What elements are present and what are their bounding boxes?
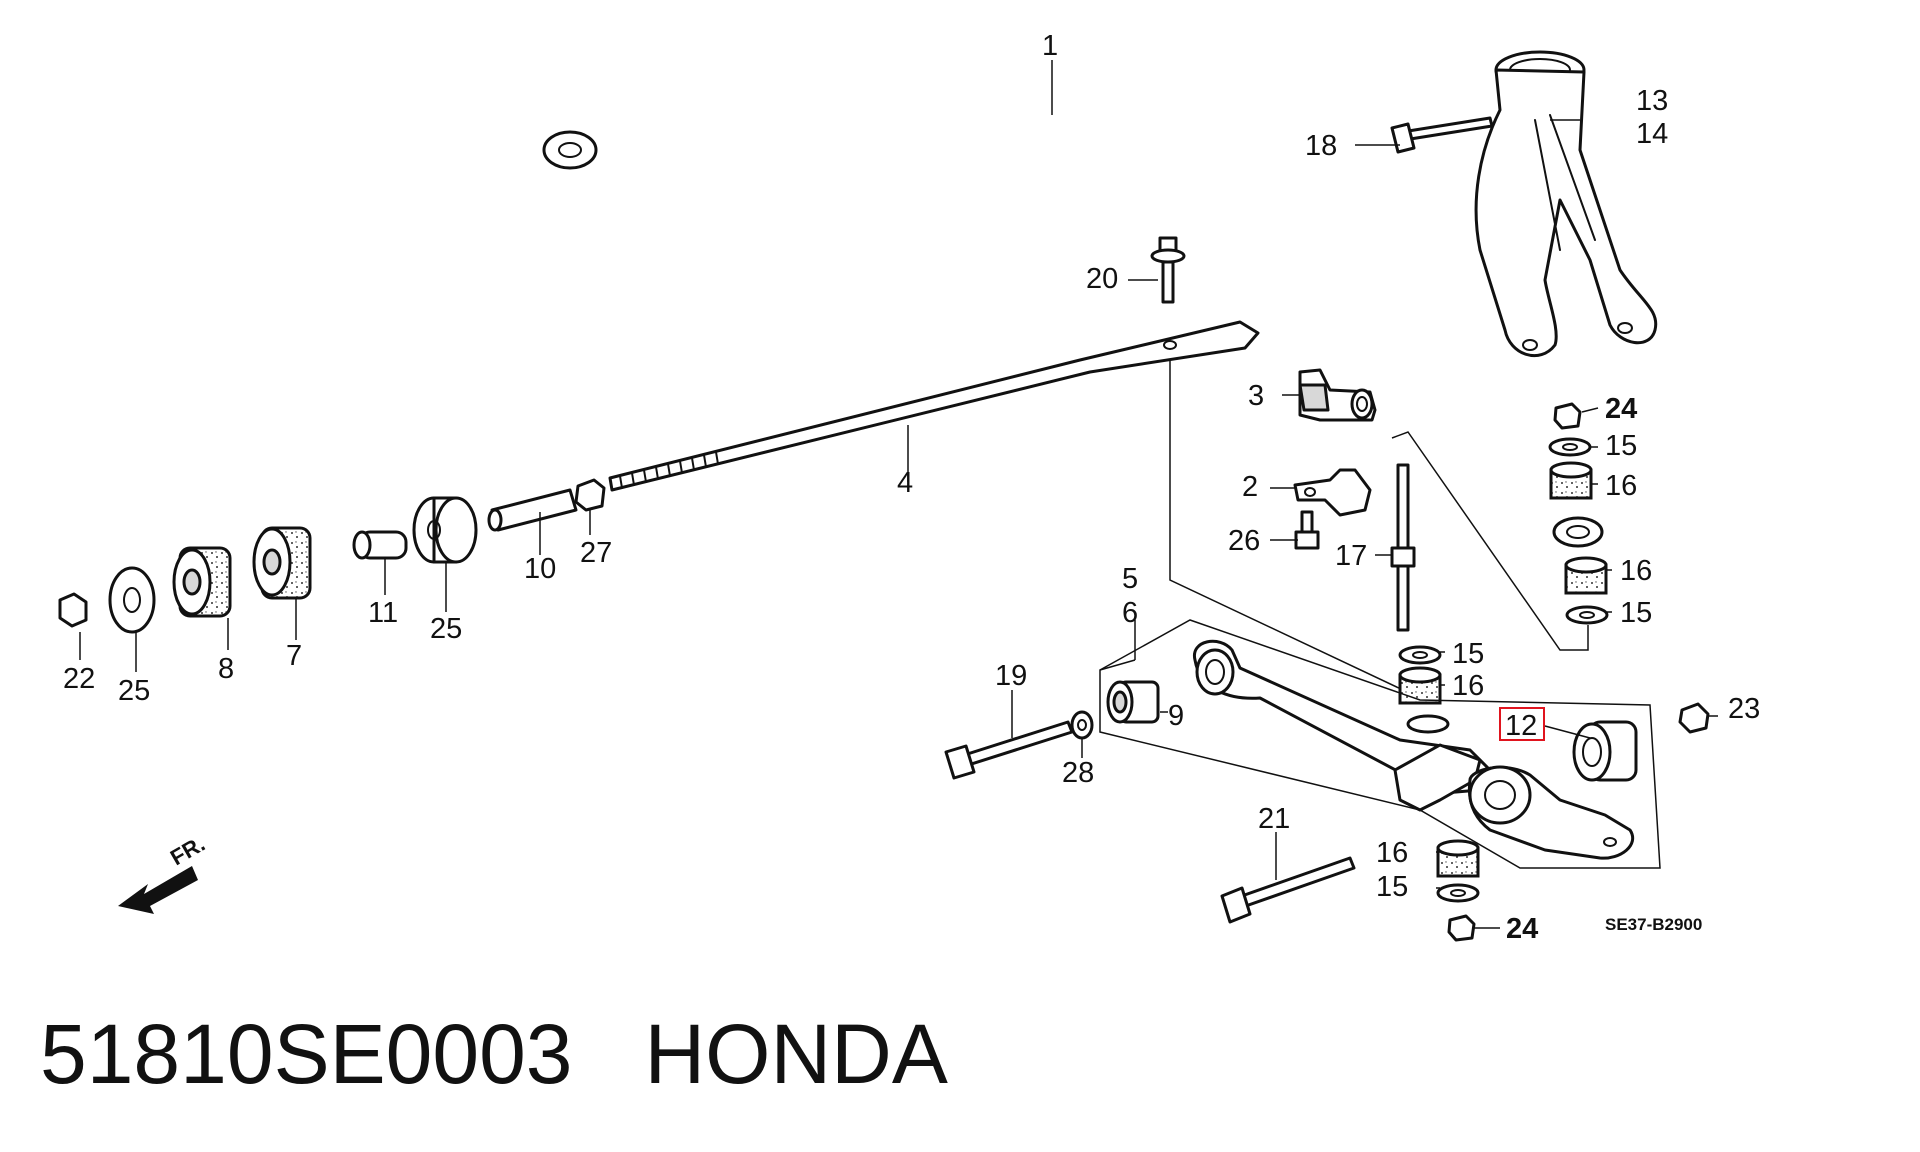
lower-bushing-stack [1436,839,1480,942]
callout-20: 20 [1086,263,1118,295]
callout-21: 21 [1258,803,1290,835]
bolt-18 [1390,116,1494,154]
callout-14: 14 [1636,118,1668,150]
leader-lines [79,60,1718,929]
highlight-box-12 [1499,707,1545,741]
callout-18: 18 [1305,130,1337,162]
callout-15-upper: 15 [1605,430,1637,462]
callout-15-center: 15 [1452,638,1484,670]
bolt-21 [1220,856,1356,924]
stabilizer-bushing [1298,368,1377,422]
arm-bushing-9 [1106,680,1160,724]
callout-27: 27 [580,537,612,569]
arm-bushing-12 [1572,720,1638,782]
callout-24-upper: 24 [1605,393,1637,425]
front-direction-arrow: FR. [118,831,209,914]
callout-8: 8 [218,653,234,685]
fork-knuckle [1474,50,1658,358]
stabilizer-bar [542,95,1615,548]
callout-24-lower: 24 [1506,913,1538,945]
callout-19: 19 [995,660,1027,692]
callout-13: 13 [1636,85,1668,117]
callout-11: 11 [368,597,398,629]
drawing-code: SE37-B2900 [1605,915,1702,934]
callout-5: 5 [1122,563,1138,595]
callout-25-right: 25 [430,613,462,645]
nut-23 [1678,702,1710,734]
callout-labels: 1 13 14 18 20 3 24 15 16 4 2 26 17 16 15… [63,30,1760,945]
callout-16-lower: 16 [1376,837,1408,869]
callout-12: 12 [1505,710,1537,742]
callout-3: 3 [1248,380,1264,412]
callout-1: 1 [1042,30,1058,62]
callout-2: 2 [1242,471,1258,503]
washer-28 [1070,710,1094,740]
callout-6: 6 [1122,597,1138,629]
center-bushing-stack [1398,645,1442,705]
brand-name: HONDA [644,1007,948,1101]
lower-arm-assembly [1099,619,1661,869]
callout-16-upper: 16 [1605,470,1637,502]
callout-16-mid: 16 [1620,555,1652,587]
callout-7: 7 [286,640,302,672]
bolt-26 [1294,510,1320,550]
callout-26: 26 [1228,525,1260,557]
stud-17 [1390,463,1416,632]
left-bushing-set [58,478,606,634]
right-bushing-stack [1548,402,1609,625]
callout-17: 17 [1335,540,1367,572]
bolt-19 [944,720,1074,780]
callout-4: 4 [897,467,913,499]
callout-15-mid: 15 [1620,597,1652,629]
bolt-20 [1150,236,1186,304]
stabilizer-bracket [1293,468,1372,517]
callout-22: 22 [63,663,95,695]
callout-9: 9 [1168,700,1184,732]
radius-rod [608,320,1260,492]
callout-23: 23 [1728,693,1760,725]
front-direction-label: FR. [166,831,209,870]
part-number: 51810SE0003 [40,1007,573,1101]
callout-16-center: 16 [1452,670,1484,702]
callout-25-left: 25 [118,675,150,707]
callout-10: 10 [524,553,556,585]
callout-28: 28 [1062,757,1094,789]
callout-15-lower: 15 [1376,871,1408,903]
